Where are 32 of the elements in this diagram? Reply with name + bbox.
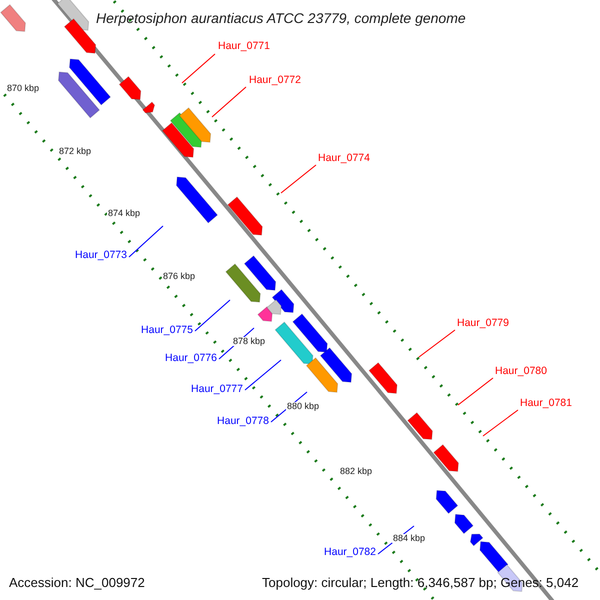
gene-label: Haur_0778 [217, 416, 269, 426]
leader-line [182, 54, 216, 84]
leader-line [244, 360, 282, 390]
leader-line [128, 226, 164, 258]
gene-label: Haur_0779 [457, 318, 509, 328]
leader-line [458, 378, 494, 406]
leader-line [418, 330, 456, 358]
leader-line [482, 410, 518, 436]
gene-label: Haur_0780 [495, 366, 547, 376]
leader-line [212, 86, 246, 118]
accession-text: Accession: NC_009972 [9, 576, 145, 589]
tick-label: 880 kbp [286, 402, 320, 411]
gene-label: Haur_0777 [191, 384, 243, 394]
tick-label: 878 kbp [232, 337, 266, 346]
gene-label: Haur_0776 [165, 353, 217, 364]
tick-label: 884 kbp [392, 534, 426, 543]
gene-label: Haur_0773 [75, 250, 127, 260]
tick-label: 874 kbp [107, 209, 142, 218]
leader-line [280, 164, 316, 194]
gene-label: Haur_0774 [318, 153, 370, 164]
tick-label: 876 kbp [162, 272, 196, 281]
tick-label: 872 kbp [58, 147, 92, 156]
tick-label: 882 kbp [339, 467, 374, 476]
gene-label: Haur_0772 [249, 75, 301, 86]
tick-label: 870 kbp [6, 84, 40, 93]
leader-line [194, 300, 230, 332]
gene-label: Haur_0775 [141, 325, 193, 336]
gene-label: Haur_0781 [520, 398, 572, 408]
genome-info-text: Topology: circular; Length: 6,346,587 bp; Genes: 5,042 [262, 576, 579, 589]
gene-label: Haur_0782 [324, 547, 376, 558]
gene-label: Haur_0771 [218, 41, 270, 52]
title: Herpetosiphon aurantiacus ATCC 23779, complete genome [96, 11, 466, 25]
